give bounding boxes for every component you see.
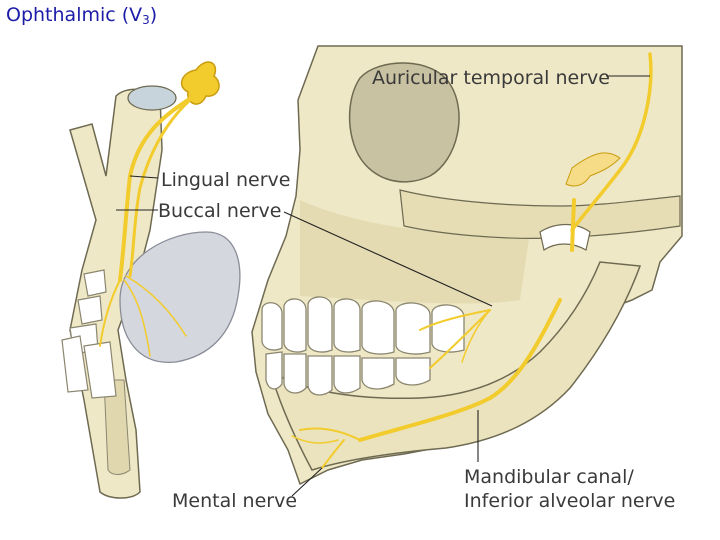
upper-teeth	[261, 296, 465, 355]
facial-nerve-spread	[565, 152, 621, 187]
mandibular-notch	[539, 223, 591, 251]
label-mandibular-canal: Mandibular canal/	[464, 466, 634, 488]
gland	[119, 231, 241, 363]
slide-title: Ophthalmic (V3)	[6, 4, 157, 27]
lower-teeth	[265, 351, 431, 396]
leader-lines	[116, 75, 650, 497]
label-auricular-temporal-nerve: Auricular temporal nerve	[372, 67, 610, 89]
label-lingual-nerve: Lingual nerve	[161, 169, 291, 191]
section-teeth	[61, 269, 117, 399]
zygomatic-arch	[399, 189, 681, 239]
mandible	[268, 261, 642, 471]
trigeminal-ganglion	[180, 61, 220, 105]
slide-title-close: )	[149, 4, 158, 26]
orbit	[348, 62, 460, 183]
slide-title-main: Ophthalmic (V	[6, 4, 143, 26]
maxilla-shadow	[300, 200, 530, 304]
condyle-top	[127, 85, 177, 111]
label-inferior-alveolar-nerve: Inferior alveolar nerve	[464, 490, 676, 512]
mandible-section-inner	[103, 379, 131, 475]
slide-title-subscript: 3	[142, 13, 150, 27]
label-buccal-nerve: Buccal nerve	[158, 200, 282, 222]
label-mental-nerve: Mental nerve	[172, 490, 298, 512]
